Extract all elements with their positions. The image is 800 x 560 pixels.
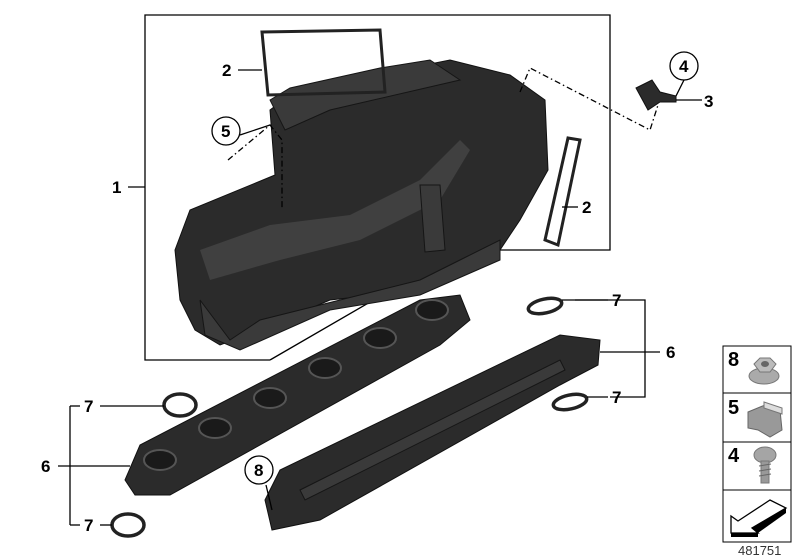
gasket-top[interactable]	[260, 28, 387, 97]
callout-7-right-bottom: 7	[612, 388, 621, 407]
sensor[interactable]	[635, 79, 677, 111]
intake-manifold[interactable]	[174, 59, 549, 351]
callout-6-right: 6	[666, 343, 675, 362]
callout-7-right-top: 7	[612, 291, 621, 310]
leader-4	[675, 79, 685, 97]
direction-arrow-icon	[730, 499, 788, 537]
gasket-right[interactable]	[543, 136, 582, 248]
callout-7-left-bottom: 7	[84, 516, 93, 535]
legend-number-8: 8	[728, 349, 739, 371]
seal-right-top[interactable]	[526, 296, 564, 317]
seal-left-top[interactable]	[162, 392, 198, 418]
seal-left-bottom[interactable]	[110, 512, 146, 538]
callout-2-top: 2	[222, 61, 231, 80]
leader-5	[239, 124, 271, 136]
hardware-legend: 8 5 4	[722, 345, 792, 543]
callout-circle-8	[244, 455, 274, 485]
callout-6-left: 6	[41, 457, 50, 476]
clip-nut-icon	[747, 401, 783, 438]
torx-screw-icon	[753, 446, 777, 484]
reference-number: 481751	[738, 543, 781, 558]
seal-right-bottom[interactable]	[551, 392, 589, 413]
leader-8	[265, 484, 273, 511]
callout-7-left-top: 7	[84, 397, 93, 416]
callout-circle-4	[669, 51, 699, 81]
callout-8: 8	[254, 461, 263, 480]
leader-dash-clip	[227, 124, 283, 210]
legend-number-5: 5	[728, 397, 739, 419]
flange-right[interactable]	[264, 334, 601, 531]
callout-4: 4	[679, 57, 689, 76]
legend-number-4: 4	[728, 445, 740, 467]
callout-3: 3	[704, 92, 713, 111]
callout-2-right: 2	[582, 198, 591, 217]
callout-1: 1	[112, 178, 121, 197]
callout-5: 5	[221, 122, 230, 141]
flange-left[interactable]	[124, 294, 471, 496]
callout-circle-5	[211, 116, 241, 146]
collar-nut-icon	[748, 357, 780, 385]
